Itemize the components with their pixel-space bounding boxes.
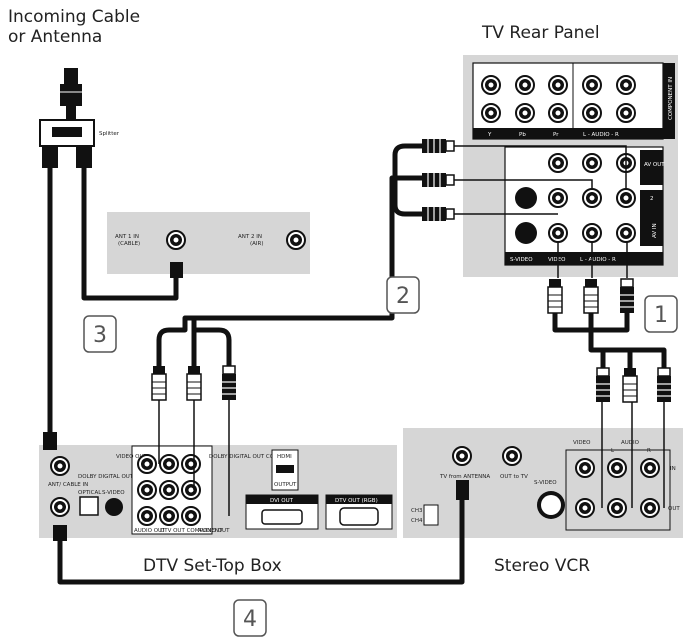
dvi-out-label: DVI OUT [270, 498, 294, 504]
stereo-vcr-title: Stereo VCR [494, 556, 590, 576]
dtv-out-rgb-label: DTV OUT (RGB) [335, 498, 378, 504]
dtv-box-title: DTV Set-Top Box [143, 556, 282, 576]
stereo-vcr: TV from ANTENNA OUT to TV S-VIDEO CH3 CH… [403, 428, 683, 538]
video-label: VIDEO [548, 257, 566, 263]
dtv-svideo-label: S-VIDEO [102, 490, 125, 496]
vcr-svideo-label: S-VIDEO [534, 480, 557, 486]
tv-rear-panel-title: TV Rear Panel [481, 23, 600, 43]
ant-cable-in-label: ANT/ CABLE IN [48, 482, 88, 488]
vcr-l-label: L [611, 448, 615, 454]
vcr-audio-label: AUDIO [621, 440, 640, 446]
av-in-label: AV IN [652, 223, 658, 238]
thin-wires [158, 145, 665, 516]
vcr-in-label: IN [670, 466, 676, 472]
video-out-label: VIDEO OUT [116, 454, 148, 460]
splitter: Splitter [39, 68, 120, 168]
component-in-label: COMPONENT IN [668, 77, 674, 120]
plugs [43, 138, 672, 541]
ch3-label: CH3 [411, 508, 423, 514]
ch4-label: CH4 [411, 518, 423, 524]
ant1-label-1: ANT 1 IN [115, 234, 139, 240]
step-1: 1 [654, 303, 668, 328]
out-to-tv-label: OUT to TV [500, 474, 528, 480]
audio-bottom-label: L - AUDIO - R [580, 257, 616, 263]
vcr-r-label: R [647, 448, 651, 454]
dolby-coax-label: DOLBY DIGITAL OUT COAXIAL [209, 454, 291, 460]
av-out-label: AV OUT [644, 162, 665, 168]
step-4: 4 [243, 607, 257, 632]
output-label: OUTPUT [274, 482, 297, 488]
av-in-two: 2 [650, 196, 654, 202]
tv-rear-panel: COMPONENT IN Y Pb Pr L - AUDIO - R AV OU… [463, 55, 678, 277]
antenna-input-panel: ANT 1 IN (CABLE) ANT 2 IN (AIR) [107, 212, 310, 274]
dtv-out-component-label: DTV OUT COMPONENT [160, 528, 223, 534]
audio-out2-label: AUDIO OUT [198, 528, 230, 534]
ant2-label-2: (AIR) [250, 241, 264, 247]
incoming-label-1: Incoming Cable [8, 7, 140, 27]
vcr-video-label: VIDEO [573, 440, 591, 446]
ant2-label-1: ANT 2 IN [238, 234, 262, 240]
pr-label: Pr [553, 132, 559, 138]
step-3: 3 [93, 323, 107, 348]
y-label: Y [487, 132, 492, 138]
pb-label: Pb [519, 132, 526, 138]
vcr-out-label: OUT [668, 506, 680, 512]
step-2: 2 [396, 284, 410, 309]
svideo-label: S-VIDEO [510, 257, 533, 263]
dolby-out-label: DOLBY DIGITAL OUT [78, 474, 134, 480]
audio-out-label: AUDIO OUT [134, 528, 166, 534]
step-badges: 3 2 1 4 [83, 276, 678, 637]
ant1-label-2: (CABLE) [118, 241, 140, 247]
tv-from-antenna-label: TV from ANTENNA [439, 474, 490, 480]
hdmi-label: HDMI [277, 454, 292, 460]
cables [47, 143, 667, 585]
audio-row-label: L - AUDIO - R [583, 132, 619, 138]
optical-label: OPTICAL [78, 490, 102, 496]
incoming-label-2: or Antenna [8, 27, 102, 47]
dtv-set-top-box: ANT/ CABLE IN DOLBY DIGITAL OUT OPTICAL … [39, 445, 397, 538]
splitter-label: Splitter [99, 131, 120, 137]
